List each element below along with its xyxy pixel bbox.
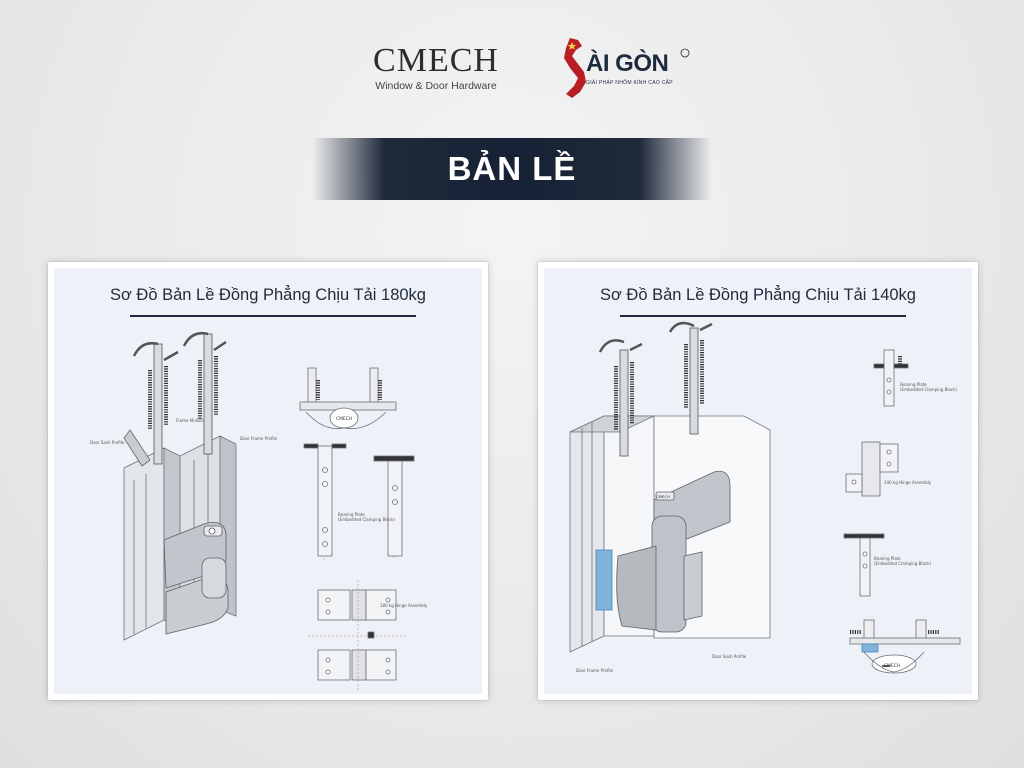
label-hinge-assembly: 140 kg Hinge Assembly xyxy=(884,480,932,485)
header: CMECH Window & Door Hardware ÀI GÒN GIẢI… xyxy=(0,0,1024,130)
saigon-logo-tagline: GIẢI PHÁP NHÔM KÍNH CAO CẤP xyxy=(586,80,673,86)
panel-inner: Sơ Đồ Bản Lề Đồng Phẳng Chịu Tải 140kg xyxy=(544,268,972,694)
hinge-180kg-top-view xyxy=(299,367,397,430)
label-bearing-plate-top-sub: (Embedded Clamping Block) xyxy=(900,387,957,392)
label-door-frame: Door Frame Profile xyxy=(240,436,278,441)
saigon-logo: ÀI GÒN GIẢI PHÁP NHÔM KÍNH CAO CẤP xyxy=(556,36,696,104)
label-bearing-plate-sub: (Embedded Clamping Block) xyxy=(338,517,395,522)
hinge-140kg-body xyxy=(616,470,731,633)
label-door-sash: Door Sash Profile xyxy=(712,654,747,659)
hinge-140kg-diagram: CMECH Door Frame Profile Door Sash Profi… xyxy=(569,321,961,674)
section-banner: BẢN LỀ xyxy=(312,138,712,200)
hinge-180kg-front-view xyxy=(308,580,408,690)
cmech-logo-name: CMECH xyxy=(373,42,499,79)
hinge-leaves xyxy=(163,521,229,635)
label-frame-mullion: Frame Mullion xyxy=(176,418,205,423)
section-title: BẢN LỀ xyxy=(447,150,577,187)
detail-teeth xyxy=(850,356,940,634)
hinge-140kg-detail-views xyxy=(843,349,961,674)
hinge-140kg-panel: Sơ Đồ Bản Lề Đồng Phẳng Chịu Tải 140kg xyxy=(538,262,978,700)
panel-title-rule xyxy=(620,315,906,317)
clamping-rods xyxy=(132,332,227,465)
label-bearing-plate: Bearing Plate xyxy=(338,512,365,517)
hinge-180kg-side-view-left xyxy=(303,443,347,560)
plan-logo: CMECH xyxy=(884,663,900,669)
registered-icon xyxy=(680,48,690,58)
hinge-180kg-diagram: Frame Mullion Door Sash Profile Door Fra… xyxy=(90,332,428,690)
cmech-logo-subtitle: Window & Door Hardware xyxy=(375,80,497,92)
hook-arm xyxy=(123,429,151,467)
panel-inner: Sơ Đồ Bản Lề Đồng Phẳng Chịu Tải 180kg xyxy=(54,268,482,694)
cmech-logo: CMECH Window & Door Hardware xyxy=(356,42,516,93)
label-door-frame: Door Frame Profile xyxy=(576,668,614,673)
label-hinge-assembly: 180 kg Hinge Assembly xyxy=(380,603,428,608)
hinge-180kg-side-view-right xyxy=(373,455,415,560)
label-bearing-plate-top: Bearing Plate xyxy=(900,382,927,387)
rod-teeth xyxy=(614,340,704,430)
saigon-logo-name: ÀI GÒN xyxy=(586,50,669,77)
top-view-teeth xyxy=(316,380,382,400)
panel-title: Sơ Đồ Bản Lề Đồng Phẳng Chịu Tải 140kg xyxy=(600,286,916,304)
label-door-sash: Door Sash Profile xyxy=(90,440,125,445)
panel-title: Sơ Đồ Bản Lề Đồng Phẳng Chịu Tải 180kg xyxy=(110,286,426,304)
label-bearing-plate-sub: (Embedded Clamping Block) xyxy=(874,561,931,566)
hinge-logo: CMECH xyxy=(656,494,670,499)
panel-title-rule xyxy=(130,315,416,317)
clamping-rods xyxy=(598,321,713,457)
hinge-180kg-panel: Sơ Đồ Bản Lề Đồng Phẳng Chịu Tải 180kg xyxy=(48,262,488,700)
label-bearing-plate: Bearing Plate xyxy=(874,556,901,561)
vietnam-map-icon xyxy=(564,38,586,98)
top-view-logo: CMECH xyxy=(336,416,352,422)
rod-teeth xyxy=(148,356,218,430)
